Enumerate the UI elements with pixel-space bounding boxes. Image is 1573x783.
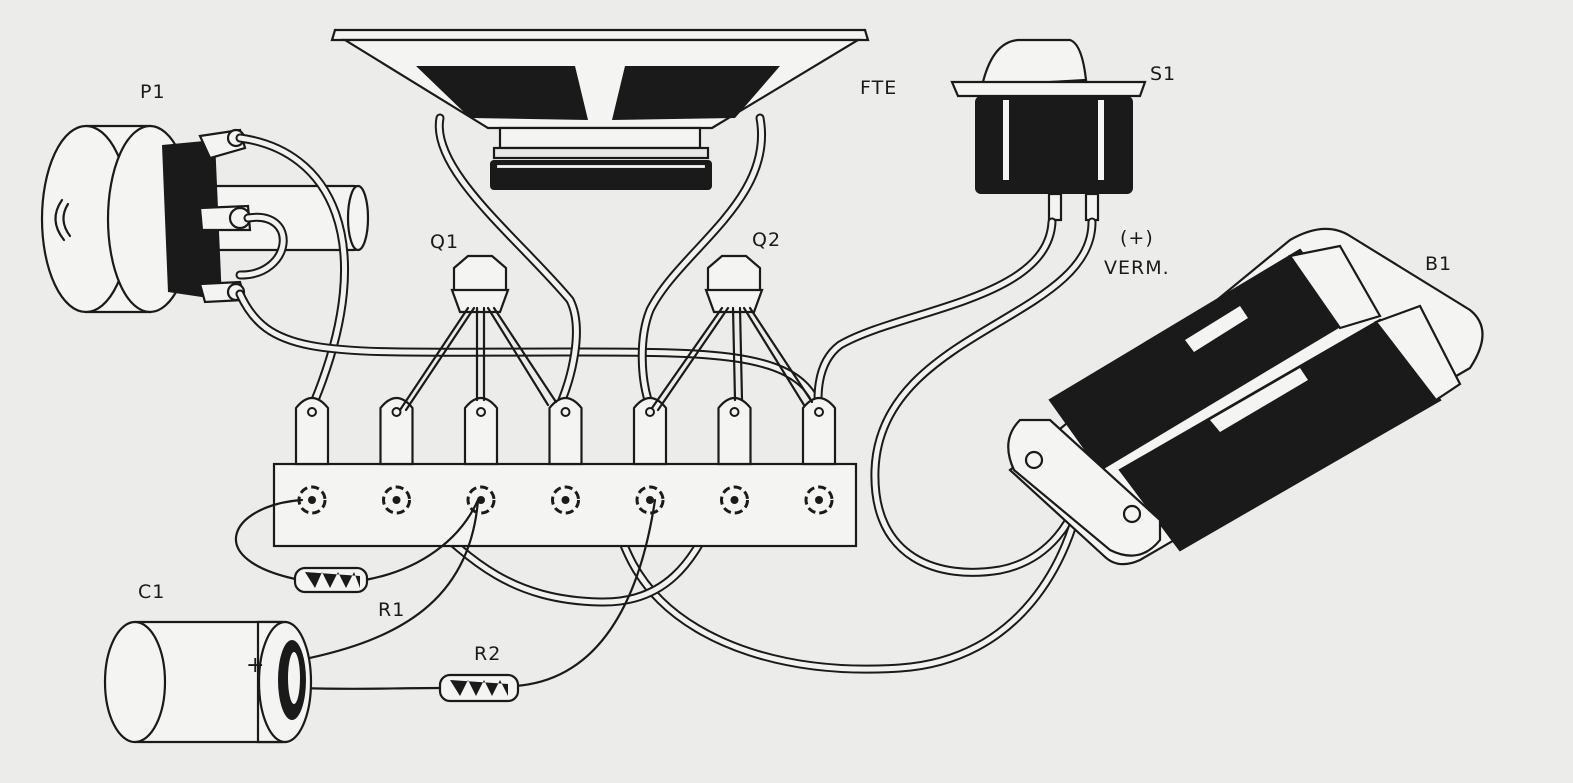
diagram-labels: P1 Q1 Q2 FTE S1 (+) VERM. B1 C1 R1 R2 + — [138, 63, 1452, 678]
resistor-r1 — [293, 566, 369, 594]
lug-hole — [560, 407, 571, 417]
lug-hole — [391, 407, 402, 417]
loudspeaker — [330, 28, 870, 190]
label-p1: P1 — [140, 81, 166, 103]
transistor-q2 — [650, 254, 814, 412]
terminal-lugs — [294, 396, 837, 515]
label-q2: Q2 — [752, 229, 781, 251]
terminal-screw-center — [561, 496, 570, 504]
label-verm: VERM. — [1104, 257, 1170, 279]
terminal-screw-center — [646, 496, 654, 504]
label-c1: C1 — [138, 581, 165, 603]
label-s1: S1 — [1150, 63, 1176, 85]
label-r2: R2 — [474, 643, 501, 665]
component-leads — [234, 498, 657, 690]
terminal-lug — [548, 396, 583, 466]
label-b1: B1 — [1425, 253, 1452, 275]
lug-hole — [645, 407, 655, 417]
lug-hole — [307, 407, 317, 417]
label-plus: (+) — [1120, 227, 1154, 249]
insulated-wires — [235, 113, 1097, 674]
terminal-screw-center — [477, 496, 485, 504]
terminal-lug — [801, 396, 837, 466]
potentiometer — [40, 124, 370, 314]
terminal-screw-center — [392, 496, 401, 504]
terminal-lug — [717, 396, 752, 466]
terminal-lug — [379, 396, 414, 466]
label-fte: FTE — [860, 77, 897, 99]
lug-hole — [814, 407, 824, 417]
terminal-strip — [272, 396, 858, 548]
label-r1: R1 — [378, 599, 405, 621]
lug-hole — [729, 407, 740, 417]
transistor-q1 — [398, 254, 558, 412]
label-q1: Q1 — [430, 231, 459, 253]
capacitor-c1 — [103, 620, 313, 744]
label-capacitor-plus: + — [246, 653, 265, 678]
resistor-r2 — [438, 673, 520, 703]
power-switch — [950, 38, 1147, 222]
terminal-screw-center — [308, 496, 316, 504]
lug-hole — [476, 407, 486, 417]
terminal-screw-center — [815, 496, 823, 504]
terminal-lug — [632, 396, 668, 466]
battery-holder — [1007, 227, 1484, 566]
terminal-lug — [294, 396, 330, 466]
terminal-screw-center — [730, 496, 739, 504]
